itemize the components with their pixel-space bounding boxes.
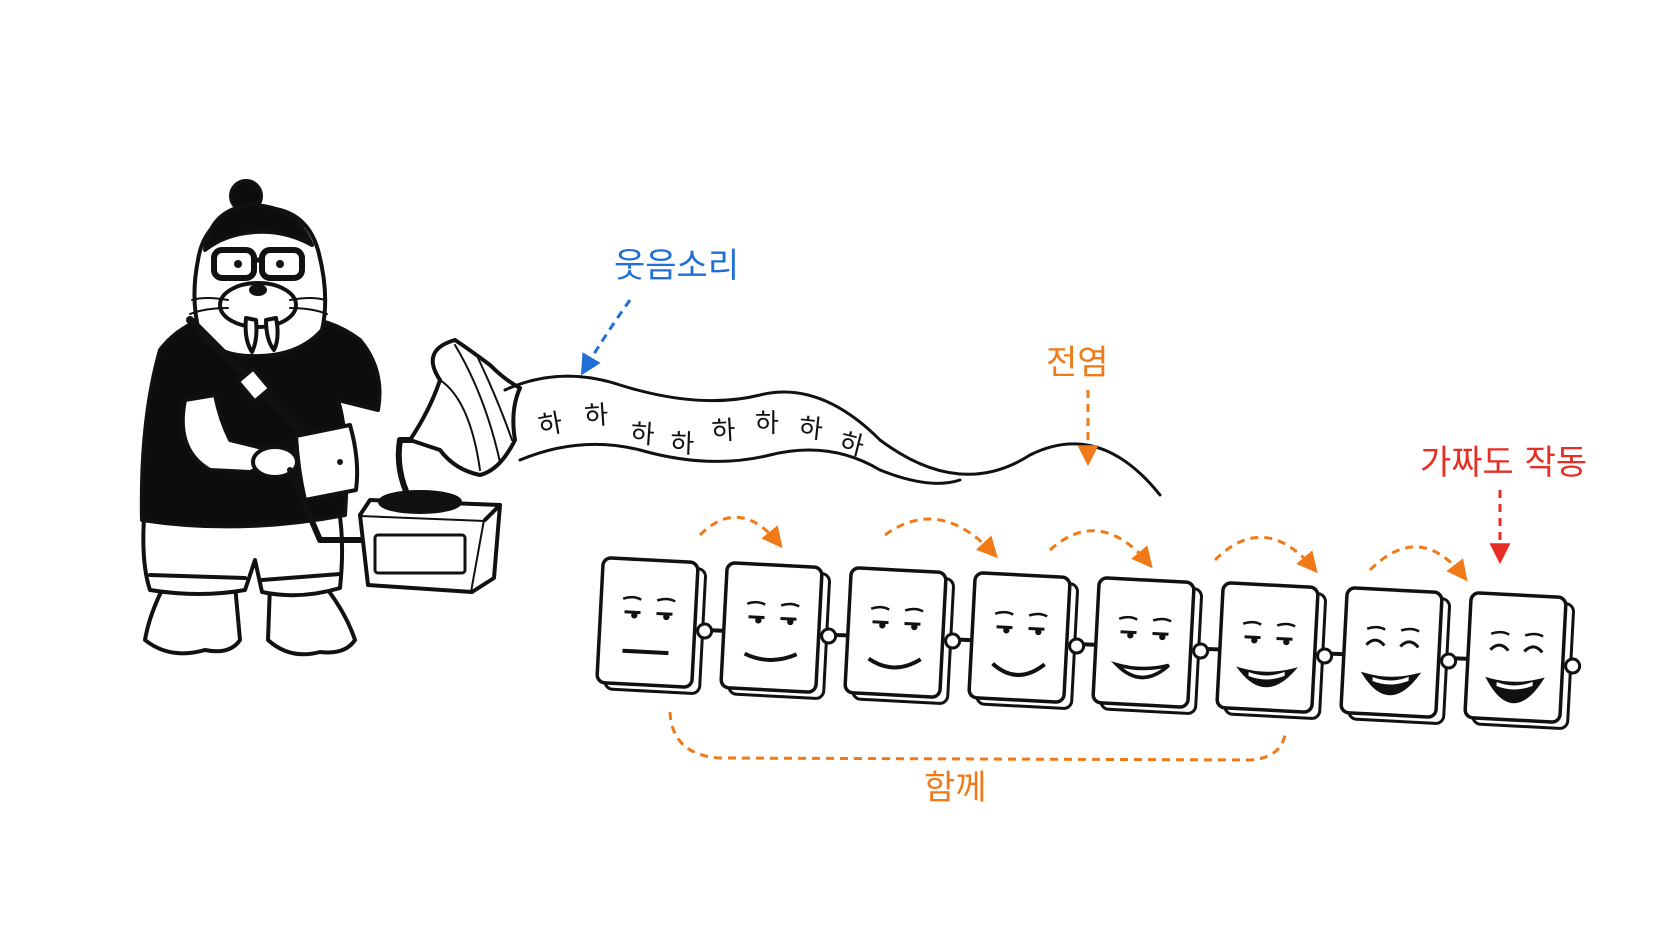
hop-arrow: [698, 515, 783, 549]
hinge-icon: [1192, 642, 1210, 660]
face-card-chain: [595, 556, 1582, 730]
hinge-icon: [1564, 657, 1582, 675]
card-face: [1339, 586, 1444, 719]
hop-arrow: [884, 517, 998, 559]
hop-arrow: [1048, 529, 1153, 569]
card-face: [1463, 591, 1568, 724]
mouth: [1110, 661, 1171, 680]
face-card: [1091, 576, 1210, 715]
card-face: [595, 556, 700, 689]
ribbon-syllable: 하: [836, 428, 867, 463]
strap-buckle: [235, 366, 273, 404]
hinge-icon: [1068, 637, 1086, 655]
face-card: [1215, 581, 1334, 720]
together-bracket: [668, 711, 1287, 762]
ribbon-syllable: 하: [755, 409, 779, 439]
face-card: [1463, 591, 1582, 730]
ribbon-bottom-edge: [518, 442, 962, 485]
shoulder-bag: [294, 423, 360, 502]
walrus-character: [139, 179, 382, 657]
fake-works-label: 가짜도 작동: [1420, 443, 1588, 483]
walrus-hair: [203, 203, 314, 252]
ribbon-syllable: 하: [583, 400, 609, 432]
hinge-icon: [820, 627, 838, 645]
hop-arrow: [1213, 535, 1318, 574]
ribbon-syllable: 하: [797, 413, 824, 445]
laughter-arrow: [580, 299, 632, 376]
laughter-label: 웃음소리: [614, 246, 740, 286]
gramophone-record: [378, 490, 462, 514]
card-face: [967, 571, 1072, 704]
hinge-icon: [1316, 647, 1334, 665]
together-label: 함께: [924, 768, 987, 808]
glasses-icon: [211, 247, 305, 281]
card-face: [843, 566, 948, 699]
card-face: [1215, 581, 1320, 714]
hinge-icon: [1440, 652, 1458, 670]
walrus-right-flipper: [266, 578, 357, 657]
ribbon-syllable: 하: [536, 408, 565, 442]
mouth: [743, 651, 798, 662]
face-card: [843, 566, 962, 705]
hinge-icon: [696, 622, 714, 640]
mouth: [991, 662, 1046, 677]
laughter-sound-ribbon: [503, 374, 1162, 497]
face-card: [1339, 586, 1458, 725]
mouth: [622, 648, 669, 656]
walrus-hand: [251, 445, 299, 479]
walrus-tusks: [243, 316, 280, 354]
face-card: [967, 571, 1086, 710]
contagion-hop-arrows: [698, 515, 1468, 582]
mouth: [867, 656, 922, 670]
gramophone-horn: [408, 338, 522, 477]
hop-arrow: [1368, 545, 1468, 582]
walrus-shorts: [141, 503, 345, 598]
ribbon-syllable: 하: [711, 416, 737, 447]
face-card: [719, 561, 838, 700]
ribbon-syllable: 하: [670, 429, 695, 460]
face-card: [595, 556, 714, 695]
card-face: [1091, 576, 1196, 709]
ribbon-top-edge: [503, 374, 1162, 497]
hinge-icon: [944, 632, 962, 650]
card-face: [719, 561, 824, 694]
ribbon-syllable: 하: [630, 419, 656, 451]
spread-label: 전염: [1046, 343, 1109, 383]
gramophone-icon: [287, 338, 522, 594]
